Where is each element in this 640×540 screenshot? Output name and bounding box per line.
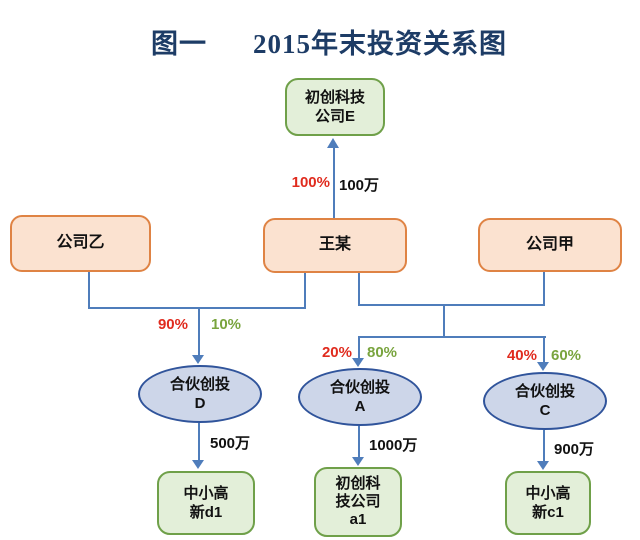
arrow-up-to-e-icon (327, 138, 339, 148)
arrow-down-to-a1-icon (352, 457, 364, 466)
label-a-left-percent: 20% (321, 344, 352, 361)
arrow-down-to-d1-icon (192, 460, 204, 469)
node-partner-c: 合伙创投 C (483, 372, 607, 430)
title-text: 2015年末投资关系图 (253, 29, 507, 59)
edge-jia-down-line (543, 272, 545, 306)
edge-d-to-d1-line (198, 423, 200, 460)
node-sme-c1-line2: 新c1 (532, 504, 564, 521)
node-company-jia: 公司甲 (478, 218, 622, 272)
node-startup-a1-line3: a1 (349, 511, 367, 528)
node-partner-a-line2: A (354, 398, 366, 415)
edge-c-to-c1-line (543, 430, 545, 461)
node-sme-c1: 中小高 新c1 (505, 471, 591, 535)
node-company-e-line1: 初创科技 (304, 88, 365, 106)
node-company-e: 初创科技 公司E (285, 78, 385, 136)
edge-right-branch-mid-drop (443, 305, 445, 338)
label-c-left-percent: 40% (506, 347, 537, 364)
edge-right-branch-hline-lower (358, 336, 546, 338)
node-partner-c-line2: C (539, 402, 551, 419)
node-wang-mou: 王某 (263, 218, 407, 273)
node-partner-d-line2: D (194, 395, 206, 412)
node-sme-d1: 中小高 新d1 (157, 471, 255, 535)
label-a1-amount: 1000万 (369, 437, 418, 454)
edge-to-a-line (358, 337, 360, 358)
label-e-percent: 100% (291, 174, 330, 191)
node-partner-d: 合伙创投 D (138, 365, 262, 423)
edge-wang-to-e-line (333, 147, 335, 218)
edge-right-branch-hline-upper (358, 304, 545, 306)
node-sme-d1-line1: 中小高 (183, 484, 229, 502)
label-c1-amount: 900万 (554, 441, 595, 458)
label-d1-amount: 500万 (210, 435, 251, 452)
node-company-yi: 公司乙 (10, 215, 151, 272)
node-partner-a-line1: 合伙创投 (329, 378, 390, 396)
edge-to-d-line (198, 308, 200, 355)
node-startup-a1-line2: 技公司 (335, 493, 381, 510)
edge-wang-bottomright-line (358, 273, 360, 306)
label-d-left-percent: 90% (157, 316, 188, 333)
diagram-title: 图一 2015年末投资关系图 (0, 22, 640, 61)
node-startup-a1-line1: 初创科 (335, 475, 381, 492)
edge-to-c-line (543, 337, 545, 362)
edge-left-branch-hline (88, 307, 306, 309)
label-d-right-percent: 10% (211, 316, 242, 333)
node-startup-a1: 初创科 技公司 a1 (314, 467, 402, 537)
node-partner-a: 合伙创投 A (298, 368, 422, 426)
arrow-down-to-c1-icon (537, 461, 549, 470)
node-company-e-line2: 公司E (314, 108, 355, 125)
label-e-amount: 100万 (339, 177, 380, 194)
node-sme-c1-line1: 中小高 (525, 484, 571, 502)
title-prefix: 图一 (151, 29, 207, 59)
arrow-down-to-c-icon (537, 362, 549, 371)
node-partner-c-line1: 合伙创投 (514, 382, 575, 400)
node-company-yi-label: 公司乙 (56, 234, 105, 252)
arrow-down-to-a-icon (352, 358, 364, 367)
edge-wang-bottomleft-line (304, 273, 306, 308)
edge-a-to-a1-line (358, 426, 360, 457)
edge-yi-down-line (88, 272, 90, 308)
label-c-right-percent: 60% (551, 347, 582, 364)
label-a-right-percent: 80% (367, 344, 398, 361)
node-wang-mou-label: 王某 (318, 236, 351, 254)
node-sme-d1-line2: 新d1 (189, 504, 223, 521)
node-company-jia-label: 公司甲 (525, 235, 574, 253)
arrow-down-to-d-icon (192, 355, 204, 364)
node-partner-d-line1: 合伙创投 (169, 375, 230, 393)
